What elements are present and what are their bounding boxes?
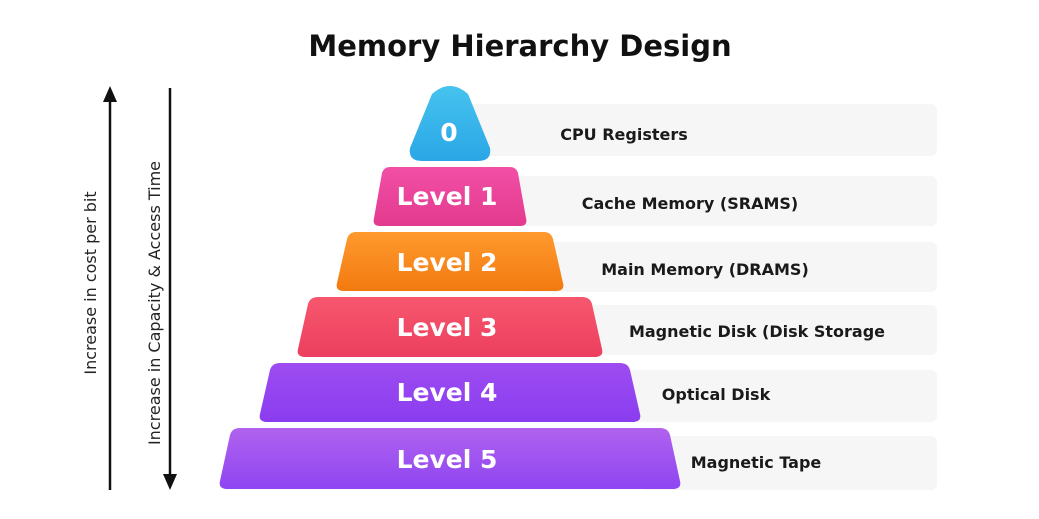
description-cards (465, 104, 937, 490)
pyramid (219, 86, 681, 489)
tier-labels: 0 Level 1 Level 2 Level 3 Level 4 Level … (397, 118, 498, 474)
card-3 (560, 305, 937, 355)
card-1 (485, 176, 937, 226)
tier-label-0: 0 (440, 118, 457, 147)
pyramid-tier-0 (409, 86, 491, 161)
pyramid-tier-2 (336, 232, 564, 291)
descriptions: CPU Registers Cache Memory (SRAMS) Main … (560, 125, 885, 472)
card-2 (520, 242, 937, 292)
pyramid-tier-1 (373, 167, 527, 226)
description-3: Magnetic Disk (Disk Storage (629, 322, 885, 341)
description-0: CPU Registers (560, 125, 688, 144)
cost-axis-label: Increase in cost per bit (81, 191, 100, 374)
description-4: Optical Disk (662, 385, 771, 404)
cost-axis: Increase in cost per bit (81, 86, 117, 490)
pyramid-tier-4 (259, 363, 641, 422)
tier-label-3: Level 3 (397, 313, 498, 342)
tier-label-1: Level 1 (397, 182, 498, 211)
tier-label-4: Level 4 (397, 378, 498, 407)
description-5: Magnetic Tape (691, 453, 822, 472)
tier-label-5: Level 5 (397, 445, 498, 474)
arrow-down-icon (163, 474, 177, 490)
capacity-axis-label: Increase in Capacity & Access Time (145, 161, 164, 445)
card-4 (600, 370, 937, 422)
tier-label-2: Level 2 (397, 248, 498, 277)
diagram-title: Memory Hierarchy Design (308, 29, 731, 63)
description-1: Cache Memory (SRAMS) (582, 194, 798, 213)
pyramid-tier-5 (219, 428, 681, 489)
card-0 (465, 104, 937, 156)
capacity-axis: Increase in Capacity & Access Time (145, 88, 177, 490)
card-5 (640, 436, 937, 490)
description-2: Main Memory (DRAMS) (601, 260, 809, 279)
arrow-up-icon (103, 86, 117, 102)
pyramid-tier-3 (297, 297, 603, 357)
